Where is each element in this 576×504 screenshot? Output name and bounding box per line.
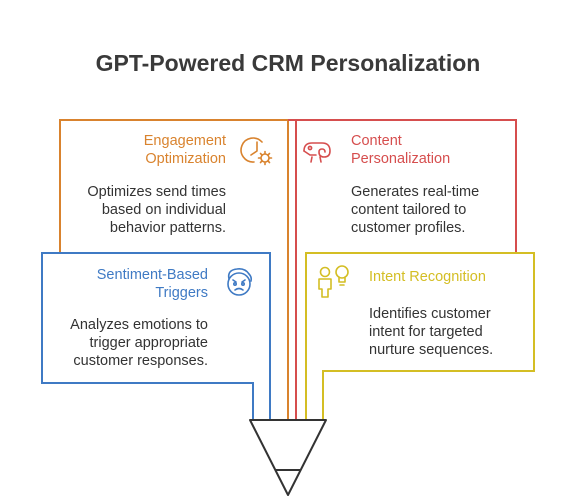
sentiment-heading-line2: Triggers [155, 285, 208, 301]
intent-heading-line1: Intent Recognition [369, 269, 486, 285]
chameleon-icon [303, 142, 331, 163]
sentiment-body-line1: Analyzes emotions to [70, 317, 208, 333]
clock-gear-icon [240, 137, 273, 166]
content-heading-line1: Content [351, 133, 402, 149]
content-body: Generates real-time content tailored to … [351, 183, 479, 237]
intent-body-line3: nurture sequences. [369, 342, 494, 358]
intent-body-line2: intent for targeted [369, 324, 483, 340]
sentiment-card-outline [41, 252, 271, 420]
content-heading: Content Personalization [351, 132, 450, 168]
engagement-body-line1: Optimizes send times [87, 184, 226, 200]
sentiment-body: Analyzes emotions to trigger appropriate… [70, 316, 208, 370]
engagement-card-outline [59, 119, 289, 420]
intent-body-line1: Identifies customer [369, 306, 491, 322]
intent-body: Identifies customer intent for targeted … [369, 305, 493, 359]
sentiment-heading-line1: Sentiment-Based [96, 267, 208, 283]
intent-heading: Intent Recognition [369, 268, 486, 286]
face-emotion-icon [227, 268, 253, 296]
person-idea-icon [318, 265, 349, 298]
engagement-heading-line1: Engagement [143, 133, 226, 149]
content-body-line1: Generates real-time [351, 184, 480, 200]
intent-card-outline [305, 252, 535, 420]
engagement-body-line2: based on individual [101, 202, 226, 218]
diagram-title: GPT-Powered CRM Personalization [95, 50, 481, 76]
engagement-body-line3: behavior patterns. [109, 220, 226, 236]
sentiment-body-line2: trigger appropriate [89, 335, 209, 351]
sentiment-heading: Sentiment-Based Triggers [97, 266, 208, 302]
content-card-outline [288, 119, 517, 253]
engagement-heading: Engagement Optimization [144, 132, 226, 168]
content-heading-line2: Personalization [351, 151, 451, 167]
engagement-body: Optimizes send times based on individual… [87, 183, 226, 237]
content-body-line3: customer profiles. [351, 220, 466, 236]
content-body-line2: content tailored to [351, 202, 467, 218]
engagement-heading-line2: Optimization [145, 151, 226, 167]
sentiment-body-line3: customer responses. [73, 353, 208, 369]
funnel-shape [249, 419, 327, 496]
